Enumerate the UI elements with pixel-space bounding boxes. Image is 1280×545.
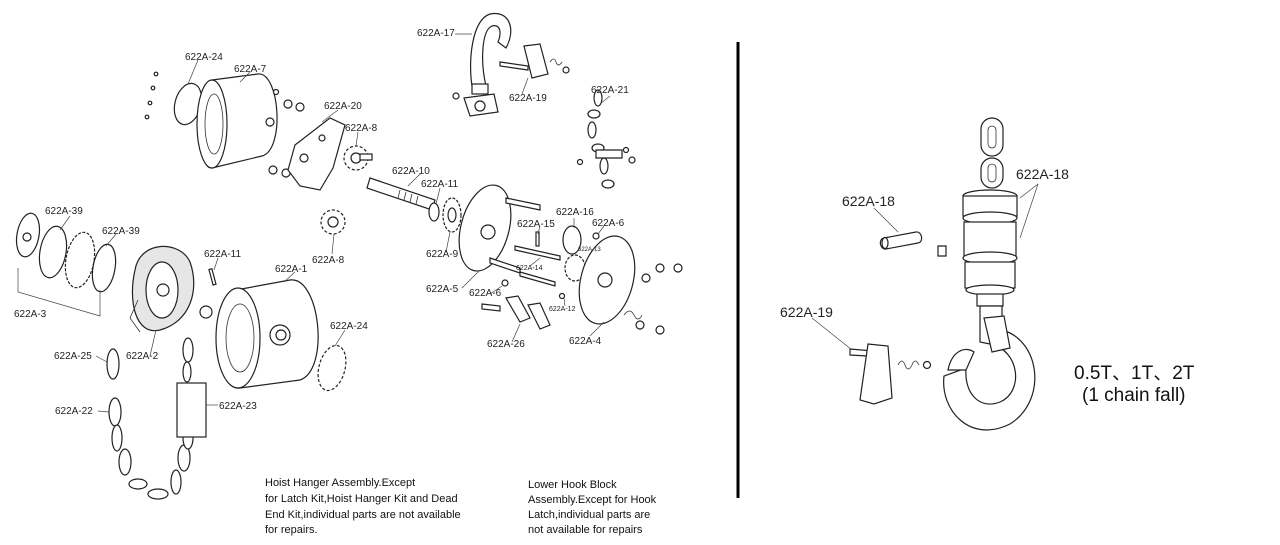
bushings-622A-6 <box>501 232 600 287</box>
leader-lines-right <box>811 183 1039 351</box>
label-622A-19-top: 622A-19 <box>509 93 547 104</box>
link-622A-25 <box>106 348 120 380</box>
top-hook-622A-17 <box>470 12 512 95</box>
label-622A-15: 622A-15 <box>517 219 555 230</box>
springs-nuts-right <box>623 263 683 335</box>
handwheel-622A-2 <box>129 245 195 333</box>
hoist-body-622A-1 <box>215 279 319 389</box>
label-622A-6-upper: 622A-6 <box>592 218 625 229</box>
label-622A-22: 622A-22 <box>55 406 93 417</box>
note-hanger-line-1: Hoist Hanger Assembly.Except <box>265 477 415 489</box>
pawls-622A-26 <box>481 295 551 330</box>
label-622A-14: 622A-14 <box>516 265 543 272</box>
label-622A-24-top: 622A-24 <box>185 52 223 63</box>
gear-cover-622A-7 <box>196 73 280 169</box>
gasket-622A-24-lower <box>317 344 347 392</box>
hook-block-body <box>962 189 1018 307</box>
brake-hub-622A-16 <box>562 225 586 282</box>
frame-plate-622A-5 <box>458 184 541 274</box>
hand-chain-622A-22 <box>108 337 194 500</box>
label-622A-18-left: 622A-18 <box>842 193 895 209</box>
screws-top-left <box>144 71 159 120</box>
label-622A-4: 622A-4 <box>569 336 602 347</box>
label-622A-1: 622A-1 <box>275 264 308 275</box>
load-chain-622A-21 <box>576 89 636 189</box>
label-622A-39-a: 622A-39 <box>45 206 83 217</box>
note-hook-line-2: Assembly.Except for Hook <box>528 494 657 506</box>
label-622A-25: 622A-25 <box>54 351 92 362</box>
hook-chain-links <box>980 117 1004 189</box>
note-hanger-line-4: for repairs. <box>265 524 318 536</box>
label-622A-24-lower: 622A-24 <box>330 321 368 332</box>
label-622A-9: 622A-9 <box>426 249 459 260</box>
friction-disc-622A-39-a <box>38 225 68 279</box>
bracket-622A-3 <box>17 268 101 317</box>
label-622A-18-right: 622A-18 <box>1016 166 1069 182</box>
latch-kit-622A-19 <box>849 343 932 405</box>
pins-622A-14 <box>514 245 561 287</box>
label-622A-11-upper: 622A-11 <box>421 179 459 190</box>
pin-622A-18 <box>879 231 947 257</box>
label-622A-12: 622A-12 <box>549 306 576 313</box>
latch-kit-622A-19-top <box>499 43 570 79</box>
pin-622A-11-lower <box>208 268 217 286</box>
label-622A-11-lower: 622A-11 <box>204 249 242 260</box>
label-622A-7: 622A-7 <box>234 64 267 75</box>
label-622A-17: 622A-17 <box>417 28 455 39</box>
note-hook-line-4: not available for repairs <box>528 524 643 536</box>
label-622A-16: 622A-16 <box>556 207 594 218</box>
pin-622A-15 <box>535 231 540 247</box>
label-622A-39-b: 622A-39 <box>102 226 140 237</box>
lower-hook <box>943 305 1036 431</box>
chain-fall-caption: (1 chain fall) <box>1082 385 1186 406</box>
gear-622A-9 <box>442 197 462 233</box>
label-622A-19-right: 622A-19 <box>780 304 833 320</box>
disc-622A-3-hub <box>15 212 41 258</box>
hook-block-top <box>452 92 499 117</box>
leader-lines-left <box>59 33 611 413</box>
label-622A-10: 622A-10 <box>392 166 430 177</box>
note-hanger-line-3: End Kit,individual parts are not availab… <box>265 509 461 521</box>
label-622A-5: 622A-5 <box>426 284 459 295</box>
label-622A-6-lower: 622A-6 <box>469 288 502 299</box>
label-622A-13: 622A-13 <box>578 247 601 253</box>
note-hanger-line-2: for Latch Kit,Hoist Hanger Kit and Dead <box>265 493 458 505</box>
label-622A-8-lower: 622A-8 <box>312 255 345 266</box>
capacity-caption: 0.5T、1T、2T <box>1074 363 1195 384</box>
label-622A-8-upper: 622A-8 <box>345 123 378 134</box>
nut-handwheel <box>199 305 213 319</box>
end-plate-622A-4 <box>578 235 636 325</box>
label-622A-20: 622A-20 <box>324 101 362 112</box>
nuts-cover <box>268 99 305 178</box>
label-622A-3: 622A-3 <box>14 309 47 320</box>
gear-622A-8-lower <box>320 209 346 235</box>
label-622A-23: 622A-23 <box>219 401 257 412</box>
note-hook-line-1: Lower Hook Block <box>528 479 617 491</box>
label-622A-21: 622A-21 <box>591 85 629 96</box>
label-622A-26: 622A-26 <box>487 339 525 350</box>
ring-622A-11-upper <box>428 202 440 222</box>
bracket-622A-20 <box>287 117 346 191</box>
pin-622A-12 <box>558 292 566 300</box>
gear-622A-8-upper <box>343 145 373 171</box>
note-hook-line-3: Latch,individual parts are <box>528 509 650 521</box>
chain-guide-622A-23 <box>176 382 207 438</box>
label-622A-2: 622A-2 <box>126 351 159 362</box>
